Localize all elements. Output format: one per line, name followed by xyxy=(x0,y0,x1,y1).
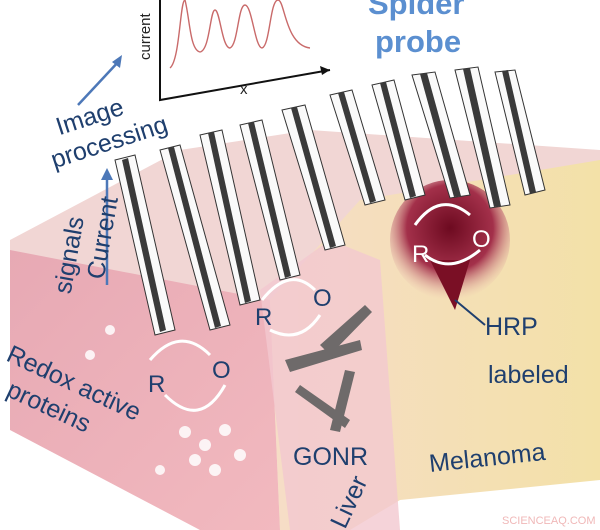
hrp-label-line1: HRP xyxy=(485,313,538,341)
redox-r-3: R xyxy=(412,241,429,268)
protein-dots xyxy=(85,325,246,476)
redox-o-3: O xyxy=(472,226,491,253)
redox-cycle-arrows xyxy=(148,203,481,412)
hrp-pointer xyxy=(454,299,486,326)
gonr-flakes xyxy=(285,305,372,432)
title-line1: Spider xyxy=(368,0,464,21)
melanoma-spot xyxy=(390,180,510,300)
title-line2: probe xyxy=(375,24,461,59)
redox-o-2: O xyxy=(313,285,332,312)
melanoma-core xyxy=(430,260,470,310)
arrowhead-icon xyxy=(112,55,122,68)
up-arrow-icon xyxy=(77,59,121,106)
redox-r-1: R xyxy=(148,371,165,398)
redox-o-1: O xyxy=(212,357,231,384)
redox-r-2: R xyxy=(255,304,272,331)
current-plot: current x xyxy=(137,0,331,102)
plot-ylabel: current xyxy=(137,12,154,60)
gonr-label: GONR xyxy=(293,443,368,471)
current-signal-trace xyxy=(169,0,311,69)
hrp-label-line2: labeled xyxy=(488,361,569,389)
watermark: SCIENCEAQ.COM xyxy=(502,515,596,527)
plot-axes xyxy=(159,0,331,102)
x-axis-arrow xyxy=(320,66,330,75)
tissue-block xyxy=(10,130,600,530)
plot-xlabel: x xyxy=(240,81,248,98)
signal-arrowhead-icon xyxy=(101,168,113,180)
probe-array xyxy=(114,66,546,336)
image-processing-label: Image processing xyxy=(47,93,171,174)
